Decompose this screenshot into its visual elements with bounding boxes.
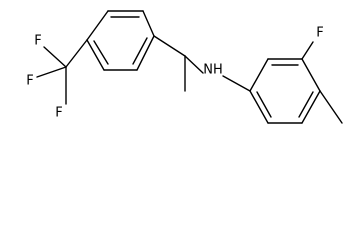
bond: [153, 35, 186, 57]
bond: [65, 39, 88, 68]
chemical-structure-diagram: F F F NH F: [26, 10, 343, 124]
aromatic-bond: [256, 91, 272, 118]
bond: [86, 39, 105, 71]
bond: [142, 10, 155, 37]
bond: [36, 66, 67, 78]
bond: [249, 90, 269, 124]
bond: [136, 35, 155, 71]
bond: [301, 41, 314, 60]
bond: [222, 75, 251, 92]
fluorine-top-label: F: [34, 34, 41, 49]
aromatic-bond: [298, 91, 314, 118]
aromatic-bond: [132, 37, 148, 65]
bond: [319, 90, 343, 124]
bond: [184, 55, 204, 74]
atom-labels: F F F NH F: [26, 26, 323, 121]
bond: [43, 46, 67, 68]
fluorine-left-label: F: [26, 74, 33, 89]
bond: [86, 10, 109, 41]
aromatic-bond: [93, 40, 109, 65]
bond-lines: [36, 10, 343, 124]
fluorine-ring-label: F: [316, 26, 323, 41]
bond: [301, 90, 321, 124]
bond: [249, 58, 269, 92]
fluorine-bottom-label: F: [55, 106, 62, 121]
amine-label: NH: [203, 63, 223, 78]
bond: [301, 58, 321, 92]
